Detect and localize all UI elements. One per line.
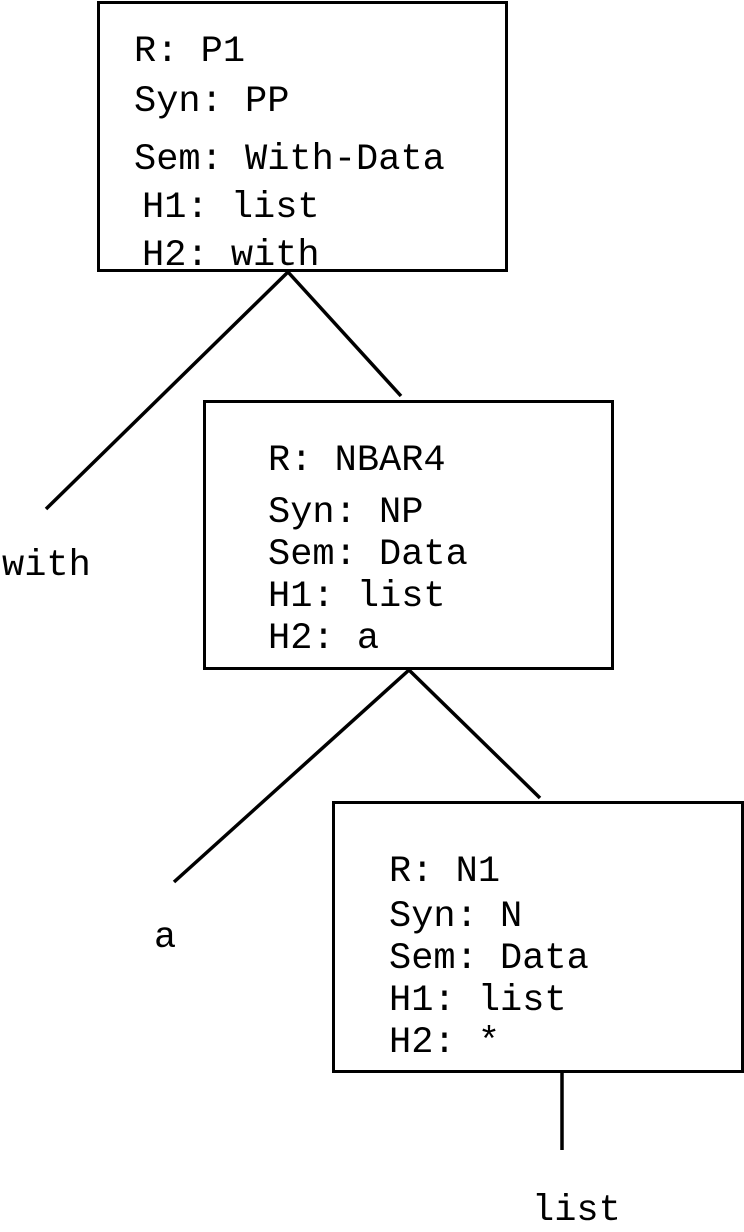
leaf-word-a: a [154,917,177,959]
feature-syn: Syn: PP [134,81,290,123]
node-n1: R: N1 Syn: N Sem: Data H1: list H2: * [332,801,744,1073]
feature-rule: R: NBAR4 [268,440,446,482]
feature-rule: R: P1 [134,31,246,73]
feature-h2: H2: * [389,1022,501,1064]
feature-h1: H1: list [389,980,567,1022]
edge-nbar4-to-leaf-a [172,668,411,884]
feature-sem: Sem: Data [389,938,589,980]
feature-syn: Syn: NP [268,492,424,534]
edge-p1-to-nbar4 [286,270,403,398]
node-nbar4: R: NBAR4 Syn: NP Sem: Data H1: list H2: … [203,400,614,670]
leaf-word-with: with [2,545,91,587]
leaf-word-list: list [532,1190,621,1232]
feature-h2: H2: a [268,618,380,660]
feature-h1: H1: list [268,576,446,618]
edge-p1-to-leaf-with [44,270,290,511]
feature-h1: H1: list [142,187,320,229]
node-p1: R: P1 Syn: PP Sem: With-Data H1: list H2… [97,1,508,277]
edge-nbar4-to-n1 [407,668,542,800]
feature-sem: Sem: Data [268,534,468,576]
feature-h2: H2: with [142,235,320,277]
feature-syn: Syn: N [389,896,523,938]
feature-sem: Sem: With-Data [134,139,445,181]
feature-rule: R: N1 [389,851,501,893]
